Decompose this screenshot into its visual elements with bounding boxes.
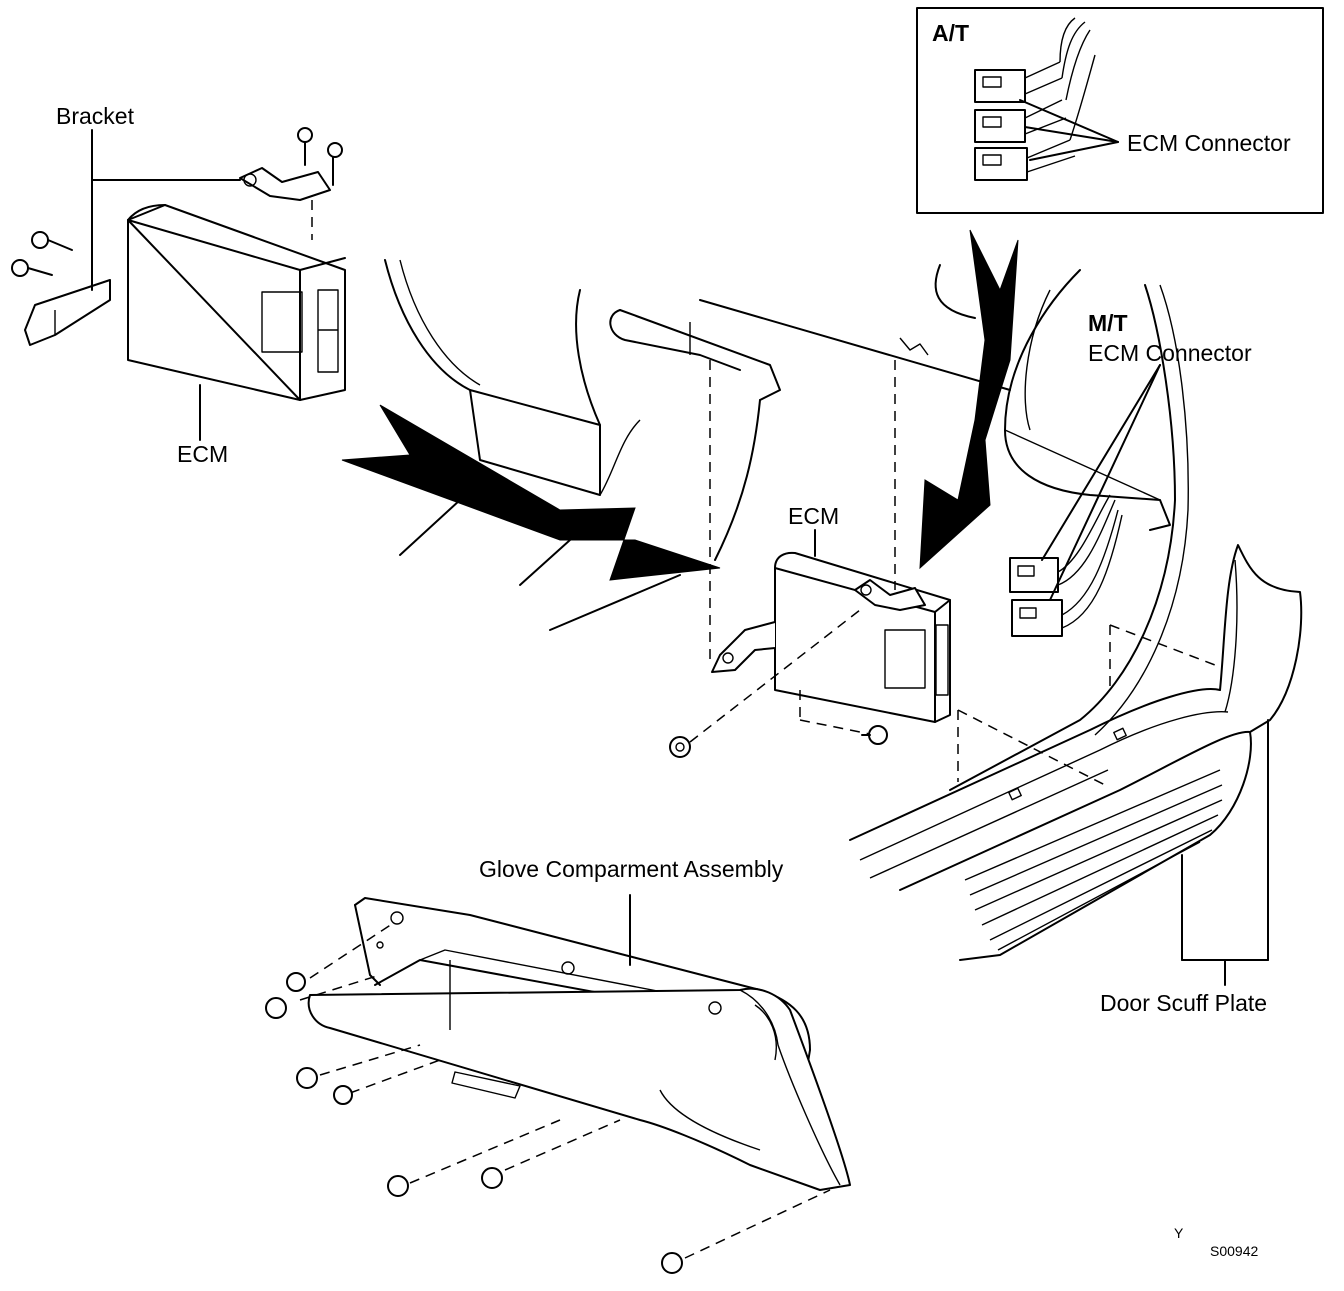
bracket-left [11, 179, 111, 346]
at-inset-box [916, 7, 1324, 214]
kick-panel [934, 264, 1189, 791]
at-connector-1 [974, 61, 1063, 103]
bracket-top [239, 127, 343, 240]
label-bracket: Bracket [56, 103, 134, 129]
install-arrow-left [341, 404, 721, 581]
label-ecm-center: ECM [788, 503, 840, 529]
at-connector-2 [974, 99, 1067, 143]
label-ecm-left: ECM [177, 441, 229, 467]
figure-code: S00942 [1210, 1243, 1259, 1259]
install-arrow-right [919, 229, 1019, 570]
door-scuff-plate [849, 544, 1303, 986]
label-at-ecm-connector: ECM Connector [1127, 130, 1291, 156]
ecm-left-unit [127, 204, 346, 401]
glove-compartment [265, 894, 851, 1274]
label-glove-compartment: Glove Comparment Assembly [479, 856, 784, 882]
label-corner-y: Y [1174, 1225, 1184, 1241]
label-door-scuff-plate: Door Scuff Plate [1100, 990, 1268, 1016]
label-mt-ecm-connector: ECM Connector [1088, 340, 1252, 366]
label-at: A/T [932, 20, 970, 46]
mt-connectors [1009, 364, 1161, 637]
ecm-center-unit [669, 360, 951, 758]
at-connector-3 [974, 139, 1076, 181]
at-connector-leaders [1019, 99, 1119, 161]
label-mt: M/T [1088, 310, 1128, 336]
at-wire-harness [1059, 17, 1096, 141]
dashboard-outline [384, 259, 1011, 631]
